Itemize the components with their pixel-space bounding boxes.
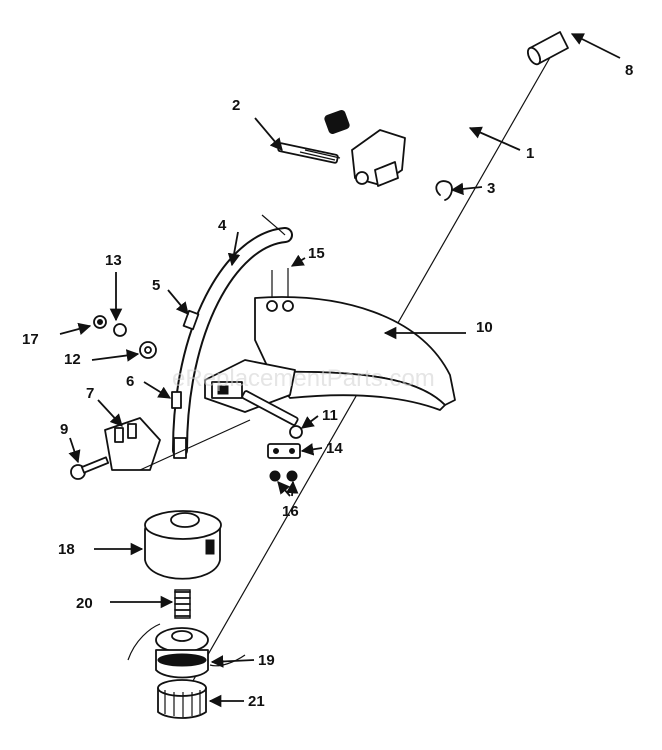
callout-18: 18	[58, 541, 75, 558]
callout-20: 20	[76, 595, 93, 612]
callout-11: 11	[322, 407, 338, 424]
callout-7: 7	[86, 385, 94, 402]
part-3-clip	[435, 180, 453, 201]
part-21-knob	[157, 679, 207, 719]
arrow-17	[59, 322, 92, 336]
part-13-lock-washer	[113, 323, 127, 337]
part-14-plate	[267, 443, 301, 459]
callout-1: 1	[526, 145, 534, 162]
part-7-bracket	[104, 417, 251, 471]
callout-2: 2	[232, 97, 240, 114]
arrow-19	[210, 655, 255, 668]
shaft-tip	[173, 437, 187, 459]
callout-10: 10	[476, 319, 493, 336]
part-8-shaft-sleeve	[526, 31, 569, 66]
part-1-loop-handle	[307, 26, 488, 187]
arrow-3	[450, 182, 483, 196]
arrow-2	[254, 117, 283, 151]
part-19-spool	[127, 623, 246, 679]
arrow-1	[468, 126, 521, 151]
arrow-15	[290, 254, 306, 267]
callout-16: 16	[282, 503, 299, 520]
callout-19: 19	[258, 652, 275, 669]
part-20-spring	[174, 589, 191, 619]
arrow-11	[300, 415, 319, 429]
callout-17: 17	[22, 331, 39, 348]
leader-arrows	[59, 33, 621, 708]
callout-14: 14	[326, 440, 343, 457]
callout-4: 4	[218, 217, 227, 234]
part-18-spool-housing	[144, 510, 222, 580]
callout-5: 5	[152, 277, 160, 294]
callout-21: 21	[248, 693, 265, 710]
watermark-text: eReplacementParts.com	[172, 365, 435, 392]
arrow-8	[570, 33, 621, 59]
callout-13: 13	[105, 252, 122, 269]
arrow-6	[143, 381, 172, 399]
arrow-12	[91, 349, 140, 362]
part-4-curved-shaft	[172, 214, 293, 458]
part-2-bolt	[277, 142, 341, 164]
arrow-14	[300, 443, 323, 456]
part-11-bolt	[241, 390, 303, 439]
callout-6: 6	[126, 373, 134, 390]
arrow-5	[167, 289, 189, 315]
callout-15: 15	[308, 245, 325, 262]
part-16-nuts	[269, 470, 298, 482]
part-10-guard	[204, 296, 456, 413]
arrow-16b	[285, 480, 299, 497]
arrow-9	[68, 437, 81, 464]
callout-12: 12	[64, 351, 81, 368]
arrow-7	[97, 399, 123, 427]
part-5-decal	[182, 309, 200, 331]
arrow-4	[227, 231, 241, 267]
callout-3: 3	[487, 180, 495, 197]
part-9-screw	[70, 456, 110, 480]
callout-8: 8	[625, 62, 633, 79]
callout-9: 9	[60, 421, 68, 438]
callout-labels: 8 1 2 3 4 15 13 5 10 17 12 6 7 9 11 14 1…	[22, 62, 633, 710]
part-15-screws	[266, 268, 294, 312]
part-6-decal	[171, 391, 182, 409]
arrow-16a	[277, 481, 291, 497]
